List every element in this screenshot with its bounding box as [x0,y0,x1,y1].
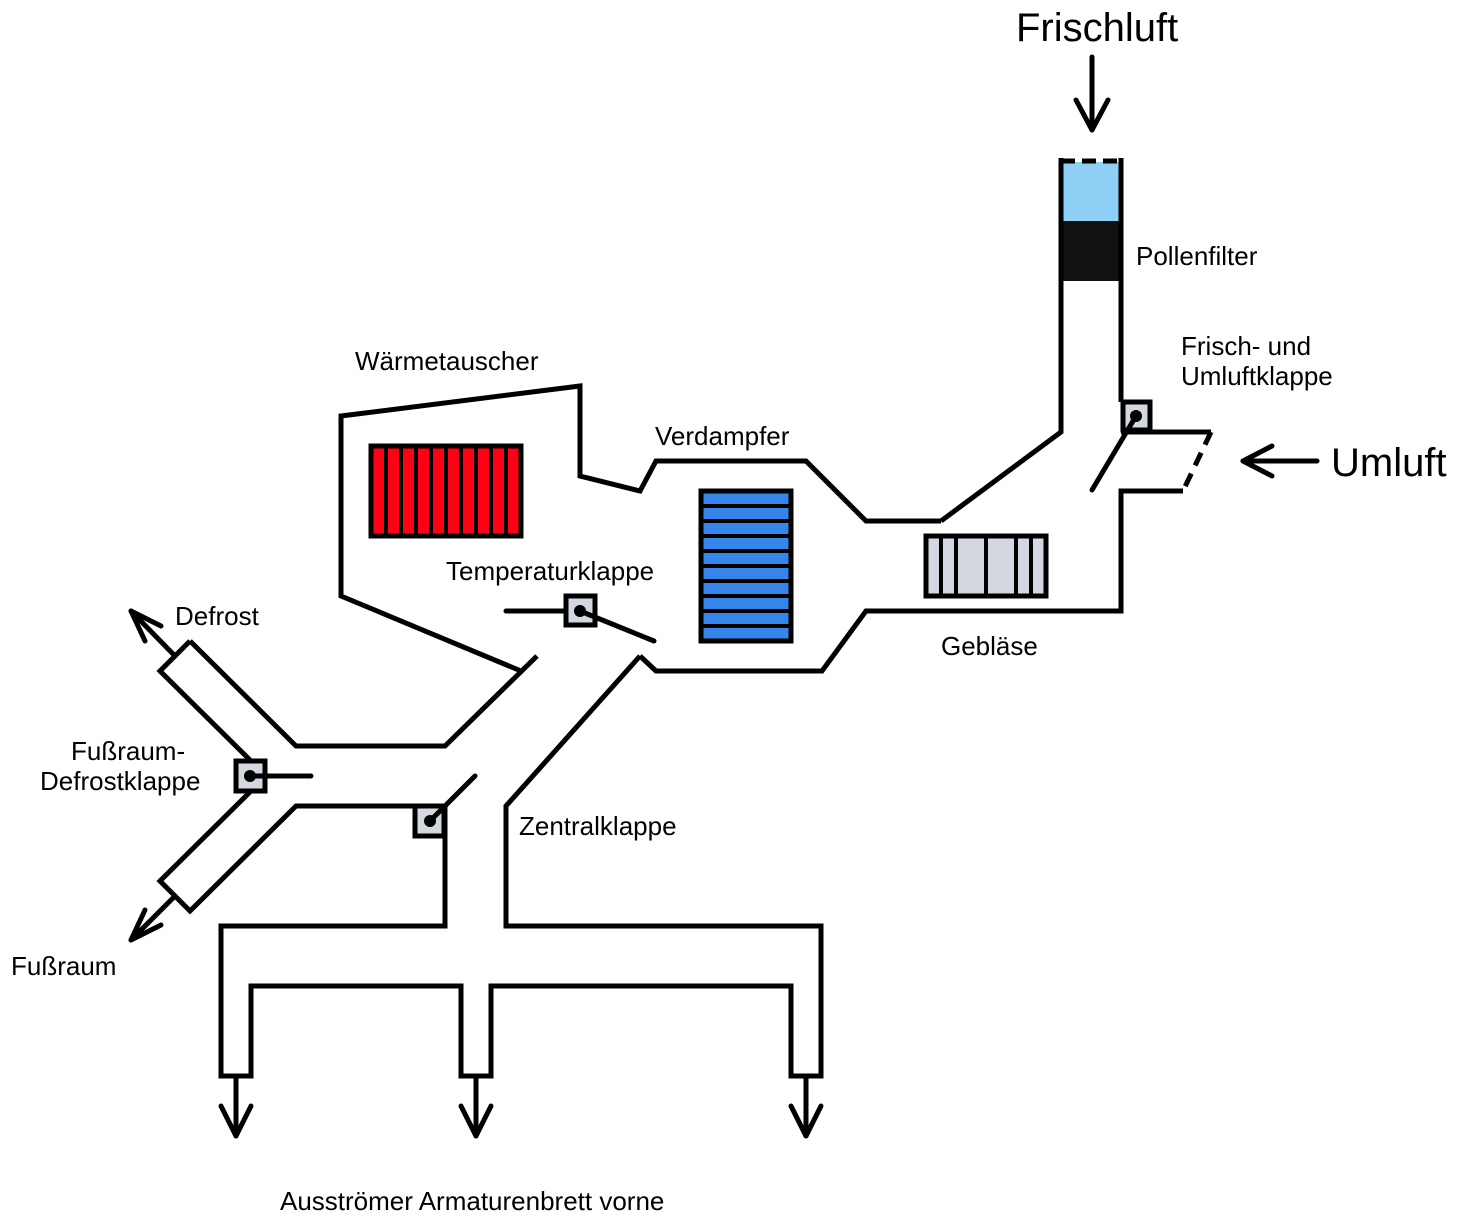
flap-pivot-icon [574,605,586,617]
temperaturklappe[interactable] [503,593,657,644]
defrost-outlet-duct [156,639,253,763]
label-waermetauscher: Wärmetauscher [355,346,539,376]
defrost-arrow-icon [128,608,178,659]
flap-pivot-icon [1130,410,1142,422]
frisch-umluftklappe[interactable] [1089,399,1153,493]
label-verdampfer: Verdampfer [655,421,790,451]
label-frisch-umluftklappe-2: Umluftklappe [1181,361,1333,391]
label-temperaturklappe: Temperaturklappe [446,556,654,586]
verdampfer [698,488,794,644]
flap-blade [1089,413,1139,493]
intake-duct-left-wall [939,158,1064,524]
flap-pivot-icon [244,770,256,782]
dash-outlet-left-arrow-icon [218,1073,254,1139]
frischluft-arrow-icon [1073,54,1111,133]
flap-blade [577,608,657,644]
label-geblaese: Gebläse [941,631,1038,661]
label-defrost: Defrost [175,601,260,631]
label-frisch-umluftklappe-1: Frisch- und [1181,331,1311,361]
fussraum-outlet-duct [156,789,445,915]
dash-outlet-center-arrow-icon [458,1073,494,1139]
label-umluft: Umluft [1331,441,1447,485]
waermetauscher [368,443,524,539]
dash-outlet-right-arrow-icon [788,1073,824,1139]
recirc-duct-bottom [638,488,1183,674]
zentralklappe[interactable] [412,773,478,839]
heater-outlet-wall [188,639,539,749]
recirc-grille [1180,430,1214,493]
fussraum-defrostklappe[interactable] [233,758,314,794]
central-duct-right-wall [218,654,824,1079]
flap-pivot-icon [424,815,436,827]
fussraum-arrow-icon [128,893,178,943]
label-pollenfilter: Pollenfilter [1136,241,1258,271]
main-housing-upper-wall [338,383,941,674]
fresh-air-intake [939,158,1124,524]
label-fussraum-defrostklappe-2: Defrostklappe [40,766,200,796]
flap-blade [427,773,478,824]
label-fussraum: Fußraum [11,951,116,981]
geblaese [923,533,1049,599]
pollenfilter-element [1063,221,1119,281]
label-fussraum-defrostklappe-1: Fußraum- [71,736,185,766]
label-ausstroemer: Ausströmer Armaturenbrett vorne [280,1186,664,1216]
flap-pivot-housing [1120,399,1153,433]
label-zentralklappe: Zentralklappe [519,811,677,841]
pollenfilter-prefilter-zone [1063,162,1119,221]
label-frischluft: Frischluft [1016,6,1178,50]
umluft-arrow-icon [1240,443,1320,479]
